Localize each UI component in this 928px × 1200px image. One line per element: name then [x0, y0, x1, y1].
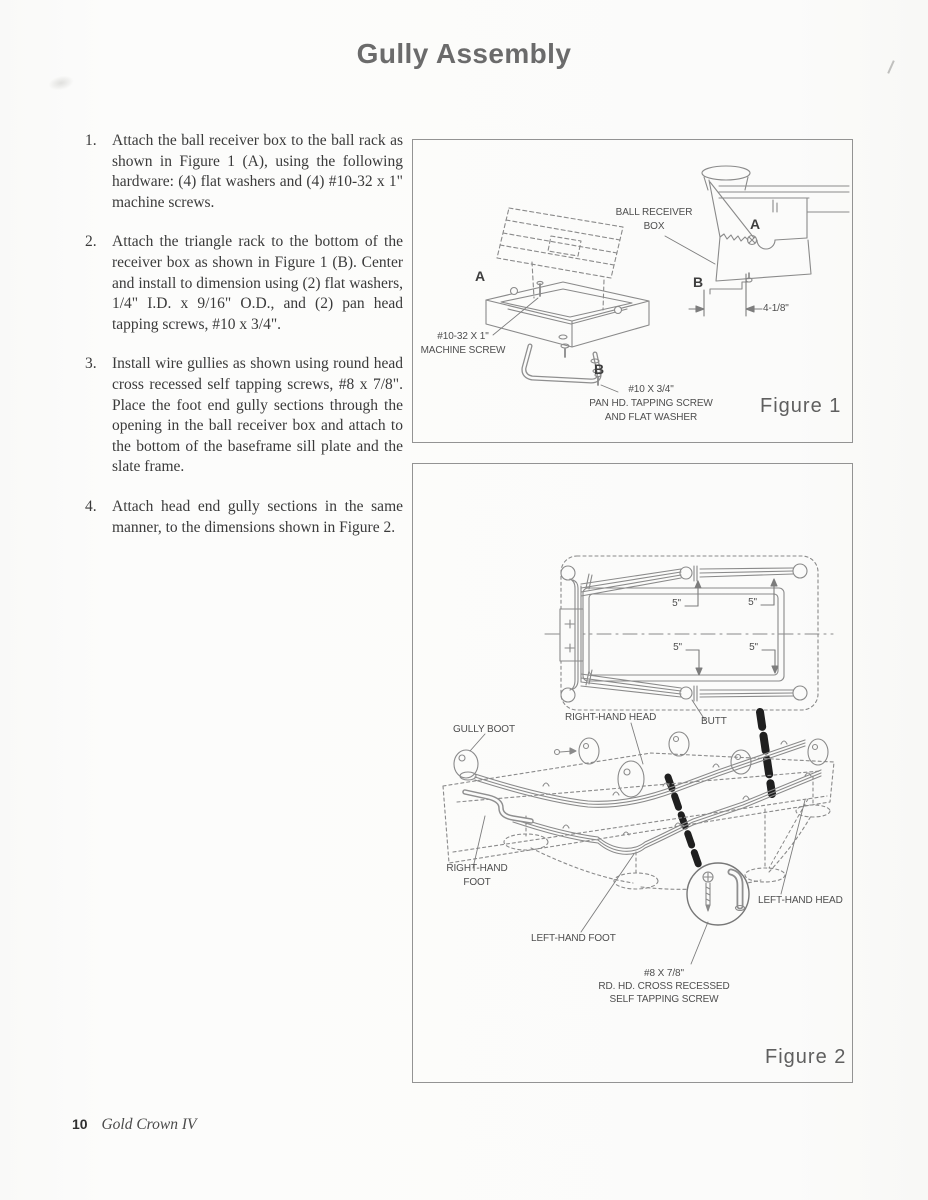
butt-label: BUTT	[701, 716, 727, 727]
marker-a-right: A	[750, 216, 761, 232]
left-hand-head-label: LEFT-HAND HEAD	[758, 895, 843, 906]
plan-view-drawing	[545, 556, 833, 710]
self-tapping-screw-label: #8 X 7/8" RD. HD. CROSS RECESSED SELF TA…	[598, 968, 730, 1005]
page-footer: 10 Gold Crown IV	[72, 1116, 196, 1134]
dim-bottom-right-label: 5"	[749, 642, 758, 653]
instruction-step-2: 2. Attach the triangle rack to the botto…	[85, 232, 403, 335]
gully-boot-label: GULLY BOOT	[453, 724, 515, 735]
marker-b-left: B	[594, 361, 605, 377]
instruction-step-4: 4. Attach head end gully sections in the…	[85, 497, 403, 538]
left-hand-foot-label: LEFT-HAND FOOT	[531, 933, 616, 944]
step-text: Install wire gullies as shown using roun…	[112, 355, 403, 476]
step-text: Attach the ball receiver box to the ball…	[112, 132, 403, 211]
step-number: 4.	[85, 497, 97, 515]
leader-lines	[470, 700, 808, 964]
instruction-step-3: 3. Install wire gullies as shown using r…	[85, 354, 403, 478]
scan-artifact	[46, 73, 76, 93]
dim-top-left-label: 5"	[672, 598, 681, 609]
tapping-screw-label: #10 X 3/4" PAN HD. TAPPING SCREW AND FLA…	[589, 384, 713, 423]
step-text: Attach head end gully sections in the sa…	[112, 497, 403, 536]
right-hand-foot-label: RIGHT-HAND FOOT	[446, 863, 508, 888]
dim-top-right-label: 5"	[748, 597, 757, 608]
figure-1-caption: Figure 1	[760, 395, 842, 417]
figure-2: GULLY BOOT RIGHT-HAND HEAD BUTT 5" 5" 5"…	[412, 463, 853, 1083]
dimension-lines	[689, 274, 762, 316]
ball-receiver-box-drawing	[486, 282, 649, 347]
hardware-drawing	[537, 281, 601, 385]
dimension-label: 4-1/8"	[763, 303, 789, 314]
marker-a-left: A	[475, 268, 486, 284]
dim-bottom-left-label: 5"	[673, 642, 682, 653]
underside-view-drawing	[443, 732, 834, 889]
figure-1-diagram	[413, 140, 851, 441]
screw-detail-balloon	[687, 863, 749, 925]
triangle-rack-drawing	[524, 346, 599, 381]
machine-screw-label: #10-32 X 1" MACHINE SCREW	[420, 331, 506, 356]
figure-1: BALL RECEIVER BOX A B A B #10-32 X 1" MA…	[412, 139, 853, 443]
instruction-step-1: 1. Attach the ball receiver box to the b…	[85, 131, 403, 213]
side-view-drawing	[702, 166, 849, 294]
instruction-list: 1. Attach the ball receiver box to the b…	[85, 131, 403, 557]
right-hand-head-label: RIGHT-HAND HEAD	[565, 712, 657, 723]
page-title: Gully Assembly	[356, 38, 572, 69]
ball-receiver-box-label: BALL RECEIVER BOX	[615, 207, 693, 232]
page-number: 10	[72, 1116, 88, 1132]
ball-rack-drawing	[497, 208, 623, 310]
figure-2-diagram	[413, 464, 851, 1081]
manual-title: Gold Crown IV	[101, 1116, 197, 1133]
step-number: 3.	[85, 355, 97, 373]
step-number: 2.	[85, 233, 97, 251]
plan-dimensions	[685, 579, 778, 675]
step-text: Attach the triangle rack to the bottom o…	[112, 233, 403, 333]
step-number: 1.	[85, 132, 97, 149]
marker-b-right: B	[693, 274, 704, 290]
leader-lines	[493, 236, 715, 392]
gully-boots	[454, 732, 828, 797]
figure-2-caption: Figure 2	[765, 1046, 847, 1068]
